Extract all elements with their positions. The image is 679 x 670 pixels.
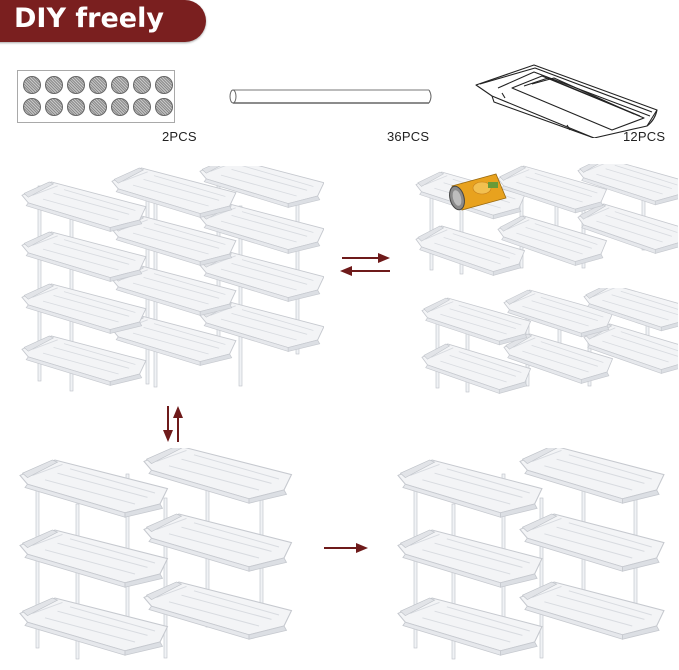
header-title: DIY freely bbox=[14, 3, 164, 34]
can-icon bbox=[449, 173, 507, 211]
rod-icon bbox=[229, 89, 432, 104]
trays-quantity: 12PCS bbox=[623, 129, 666, 144]
dot-grid-icon bbox=[17, 70, 175, 123]
shelf-config-2x3 bbox=[421, 288, 678, 394]
pads-quantity: 2PCS bbox=[162, 129, 197, 144]
tray-icon bbox=[475, 64, 658, 138]
shelf-config-3x2 bbox=[19, 448, 293, 660]
shelf-config-3x2-result bbox=[397, 448, 665, 660]
shelf-config-4x3 bbox=[21, 166, 324, 392]
rods-quantity: 36PCS bbox=[387, 129, 430, 144]
arrow-right-icon bbox=[324, 543, 368, 553]
header-badge: DIY freely bbox=[0, 0, 206, 42]
swap-horizontal-arrows-icon bbox=[340, 253, 390, 276]
shelf-config-2x3-with-can bbox=[415, 164, 678, 276]
swap-vertical-arrows-icon bbox=[163, 406, 183, 442]
